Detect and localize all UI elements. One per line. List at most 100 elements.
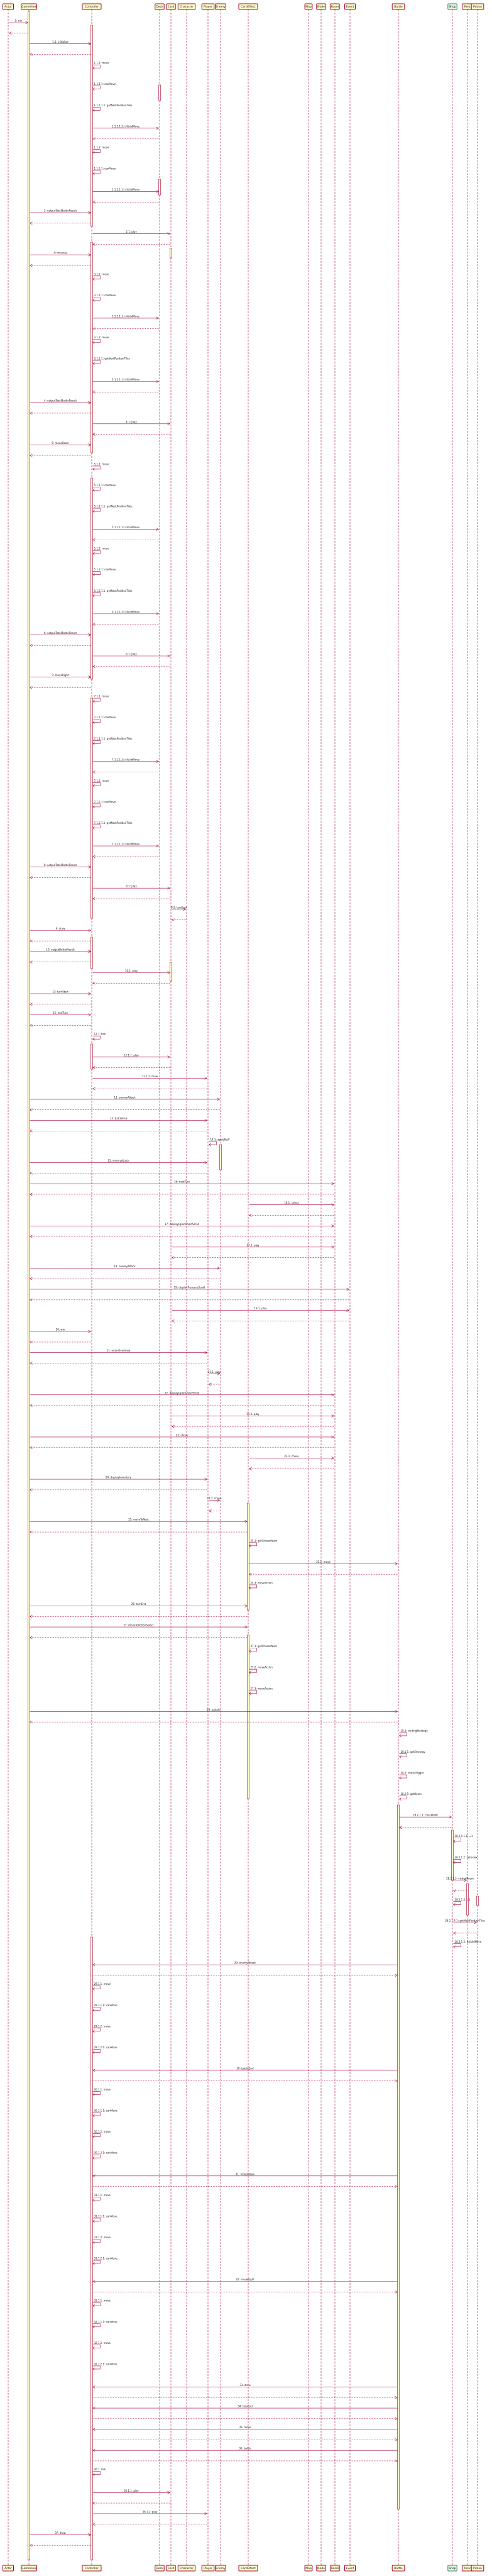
message-label: 28.2.1.1: checkPath — [413, 1814, 438, 1817]
return-arrow-head — [29, 1024, 33, 1027]
participant-label: Battle — [394, 2567, 403, 2570]
message-61: 19.1: play — [171, 1307, 350, 1323]
message-24: 5.1.1.1.2: isValidMove — [92, 526, 160, 541]
message-56: 16.1: select — [248, 1201, 335, 1217]
arrow-head — [92, 742, 95, 745]
message-82: 28.1.1: getStrategy — [398, 1750, 425, 1758]
activation-bar-controller — [90, 1936, 93, 2560]
message-label: 10.1: play — [125, 969, 138, 972]
message-label: 7.1.2.1.1: getNextPositionTiles — [94, 821, 133, 824]
arrow-head — [156, 190, 160, 193]
participant-label: GameView — [21, 2567, 36, 2570]
message-90: 28.2.1.4.1: getNextPositionTiles — [445, 1919, 485, 1935]
message-label: 13: enemyAttack — [114, 1096, 136, 1099]
message-47: 12: endTurn — [29, 1011, 92, 1027]
activation-bar-gameView — [28, 11, 30, 2560]
return-arrow-head — [29, 939, 33, 943]
self-call-arrow — [92, 106, 101, 111]
participant-event-footer: Event — [344, 2565, 356, 2572]
message-label: 3.1.1.1.1: isValidMove — [112, 314, 140, 318]
arrow-head — [248, 1670, 251, 1674]
message-18: 4: outputTotalBattleResult — [29, 399, 92, 415]
message-40: 8: outputTotalBattleResult — [29, 863, 92, 879]
return-arrow-head — [29, 1404, 33, 1407]
participant-label: Enemy — [216, 2567, 226, 2570]
message-111: 32.1.2.1: canMove — [92, 2362, 118, 2371]
participant-character-footer: Character — [177, 2565, 196, 2572]
arrow-head — [398, 1776, 402, 1780]
message-label: 5.1.2.1.2: isValidMove — [112, 610, 140, 613]
message-label: 7.1.1.1.1: getNextPositionTiles — [94, 737, 133, 740]
arrow-head — [88, 1013, 92, 1016]
return-arrow-head — [92, 137, 96, 140]
participant-label: Card — [168, 5, 175, 9]
message-label: 21: enterOverView — [107, 1349, 131, 1352]
message-39: 7.1.2.1.2: isValidMove — [92, 843, 160, 858]
arrow-head — [92, 721, 95, 724]
message-label: 22.1: play — [247, 1413, 260, 1416]
arrow-head — [398, 1797, 402, 1801]
participant-label: CardEffect — [241, 5, 256, 9]
activation-bar-controller — [90, 242, 93, 453]
arrow-head — [92, 341, 95, 344]
return-arrow-head — [29, 2543, 33, 2547]
message-label: 12.1: tick — [94, 1033, 106, 1036]
participant-shop-header: Shop — [447, 3, 457, 10]
message-34: 7.1.1.1.1: getNextPositionTiles — [92, 737, 133, 745]
participant-label: CardEffect — [241, 2567, 256, 2570]
arrow-head — [92, 2114, 95, 2118]
message-label: 1.1.2: move — [94, 146, 110, 149]
lifelines — [8, 9, 478, 2565]
return-arrow-head — [395, 2079, 398, 2083]
message-label: 3.1.2.1.1: isValidMove — [112, 378, 140, 381]
participant-shop-footer: Shop — [447, 2565, 457, 2572]
message-42: 8.2: turnEnd — [171, 906, 187, 921]
arrow-head — [88, 443, 92, 447]
message-10: 2.1: play — [92, 230, 171, 246]
self-call-arrow — [92, 2133, 101, 2137]
message-53: 14.1: applyBuff — [208, 1138, 229, 1146]
message-80: 28: update — [29, 1708, 398, 1724]
arrow-head — [92, 2304, 95, 2307]
message-59: 18: enemyAttack — [29, 1265, 221, 1280]
message-112: 33: draw — [92, 2384, 398, 2399]
message-label: 2: outputTotalBattleResult — [44, 209, 77, 213]
message-label: 5: moveDown — [52, 441, 69, 445]
arrow-head — [156, 316, 160, 320]
return-arrow-head — [92, 201, 96, 204]
message-label: 27.3: moveAction — [251, 1687, 273, 1690]
message-91: 28.2.1.5: isValidMove — [452, 1940, 482, 1948]
return-arrow-head — [452, 1931, 456, 1935]
activation-bar-controller — [90, 25, 93, 227]
self-call-arrow — [92, 697, 101, 702]
message-33: 7.1.1.1: canMove — [92, 716, 116, 724]
message-label: 5.1.1.1: canMove — [94, 484, 116, 487]
message-label: 4: outputTotalBattleResult — [44, 399, 77, 402]
message-78: 27.2: moveAction — [248, 1666, 273, 1674]
return-arrow-head — [171, 918, 175, 921]
return-arrow-head — [29, 960, 33, 963]
message-118: 36.1.2: play — [92, 2510, 208, 2526]
return-arrow-head — [395, 2438, 398, 2441]
participant-label: Map — [305, 2567, 312, 2570]
arrow-head — [331, 1435, 335, 1439]
message-label: 5.1.2: move — [94, 547, 110, 550]
return-arrow-head — [29, 643, 33, 647]
message-3: 1.1.1.1: canMove — [92, 82, 116, 91]
message-22: 5.1.1.1: canMove — [92, 484, 116, 492]
arrow-head — [452, 1840, 456, 1843]
return-arrow-head — [29, 1172, 33, 1175]
message-30: 6.1: play — [92, 653, 171, 669]
self-call-arrow — [92, 2239, 101, 2243]
message-label: 28.2.1: getRoom — [401, 1792, 422, 1796]
message-label: 12.1.1: play — [124, 1053, 139, 1057]
self-call-arrow — [453, 1859, 461, 1863]
participant-deck-header: Deck — [155, 3, 165, 10]
message-63: 21: enterOverView — [29, 1349, 208, 1365]
arrow-head — [92, 552, 95, 555]
return-arrow-head — [29, 1636, 33, 1640]
message-label: 3: moveUp — [53, 252, 67, 255]
return-arrow-head — [452, 1889, 456, 1892]
message-58: 17.1: play — [171, 1243, 335, 1259]
message-86: 28.2.1.1.1: =1 — [452, 1835, 473, 1843]
